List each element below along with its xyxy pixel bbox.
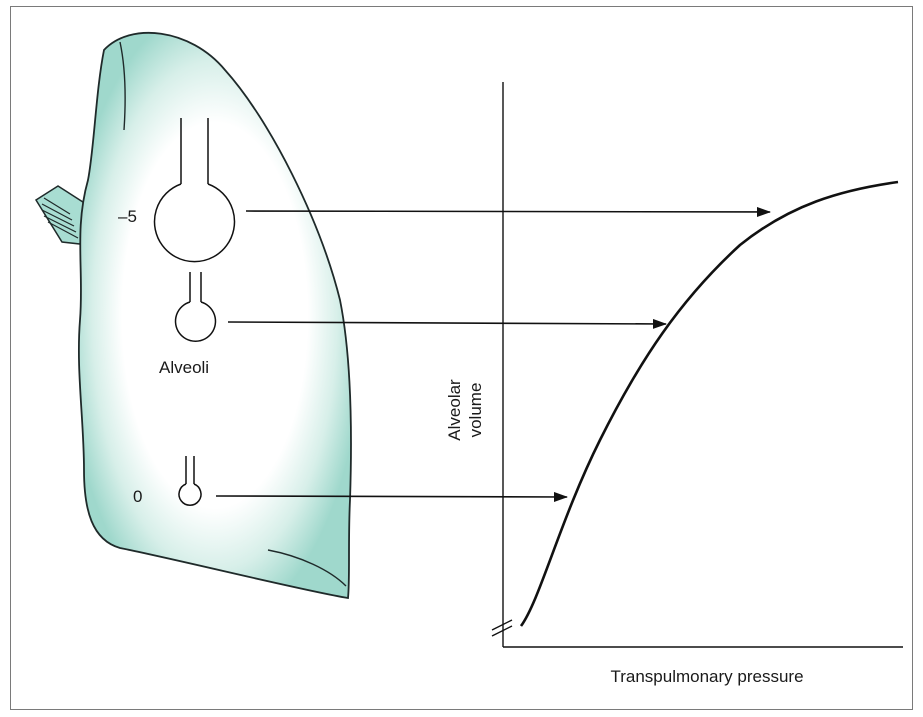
bronchus-icon (36, 186, 86, 244)
pressure-volume-curve (521, 182, 898, 626)
alveoli-label: Alveoli (159, 358, 209, 377)
arrow-bottom (216, 496, 567, 497)
axis-break-marks (492, 620, 512, 636)
x-axis-label: Transpulmonary pressure (610, 667, 803, 686)
arrow-top (246, 211, 770, 212)
y-axis-label: Alveolar volume (445, 379, 485, 441)
pressure-label-top: –5 (118, 207, 137, 226)
y-axis-label-line2: volume (466, 383, 485, 438)
pressure-label-bottom: 0 (133, 487, 142, 506)
y-axis-label-line1: Alveolar (445, 379, 464, 441)
